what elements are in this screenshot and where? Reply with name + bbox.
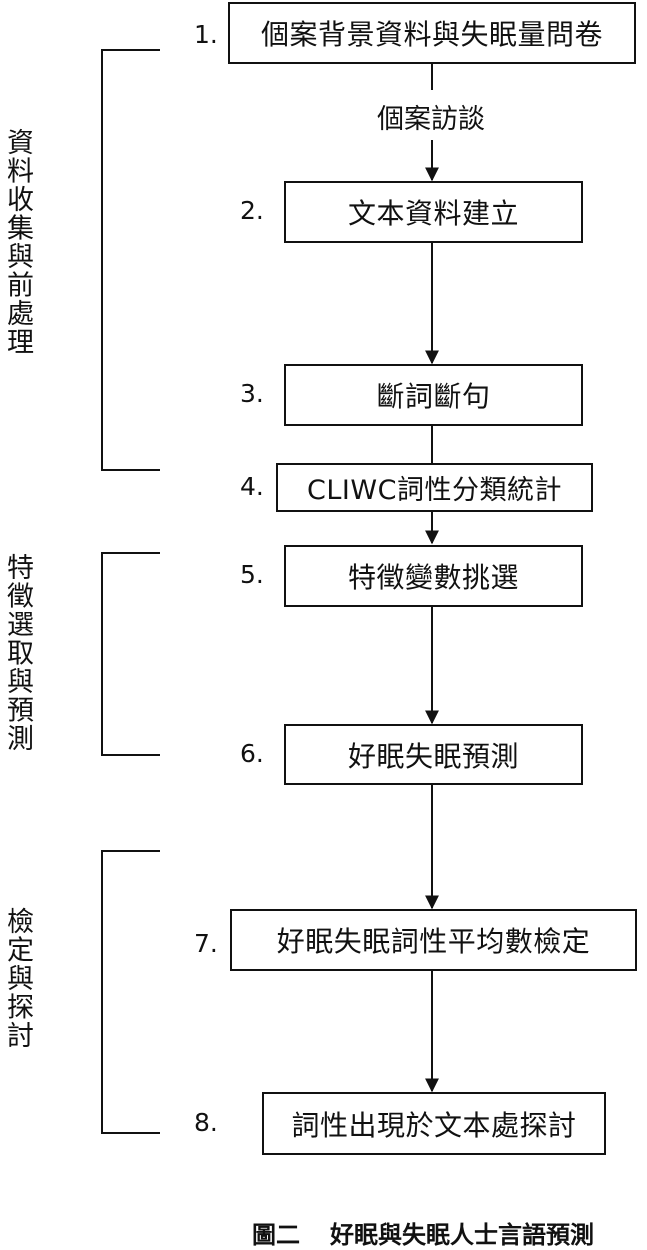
phase-bracket-2 [101, 552, 160, 756]
phase-label-feature-selection: 特徵選取與預測 [2, 553, 33, 753]
step-box-7: 好眠失眠詞性平均數檢定 [230, 909, 637, 971]
step-box-3: 斷詞斷句 [284, 364, 583, 426]
step-number-4: 4. [240, 472, 264, 501]
interview-label: 個案訪談 [377, 104, 485, 135]
step-number-6: 6. [240, 739, 264, 768]
step-box-6: 好眠失眠預測 [284, 724, 583, 785]
step-box-1: 個案背景資料與失眠量問卷 [228, 2, 636, 64]
step-label-3: 斷詞斷句 [376, 380, 491, 413]
step-label-7: 好眠失眠詞性平均數檢定 [276, 925, 591, 958]
step-box-8: 詞性出現於文本處探討 [262, 1092, 606, 1155]
step-number-3: 3. [240, 379, 264, 408]
step-label-2: 文本資料建立 [347, 197, 519, 230]
step-label-5: 特徵變數挑選 [347, 561, 519, 594]
step-label-4: CLIWC詞性分類統計 [307, 475, 562, 506]
step-number-7: 7. [194, 929, 218, 958]
figure-number: 圖二 [252, 1221, 300, 1249]
figure-caption: 圖二 好眠與失眠人士言語預測 [252, 1215, 594, 1250]
step-number-5: 5. [240, 560, 264, 589]
step-number-8: 8. [194, 1108, 218, 1137]
figure-title: 好眠與失眠人士言語預測 [330, 1221, 594, 1249]
step-label-6: 好眠失眠預測 [347, 739, 519, 773]
phase-bracket-3 [101, 850, 160, 1134]
step-number-2: 2. [240, 196, 264, 225]
step-box-4: CLIWC詞性分類統計 [276, 463, 593, 512]
phase-label-testing: 檢定與探討 [2, 907, 33, 1050]
step-box-5: 特徵變數挑選 [284, 545, 583, 607]
step-label-8: 詞性出現於文本處探討 [291, 1108, 577, 1142]
phase-bracket-1 [101, 49, 160, 471]
step-number-1: 1. [194, 20, 218, 49]
phase-label-data-collection: 資料收集與前處理 [2, 128, 33, 356]
step-box-2: 文本資料建立 [284, 181, 583, 243]
step-label-1: 個案背景資料與失眠量問卷 [260, 18, 603, 51]
